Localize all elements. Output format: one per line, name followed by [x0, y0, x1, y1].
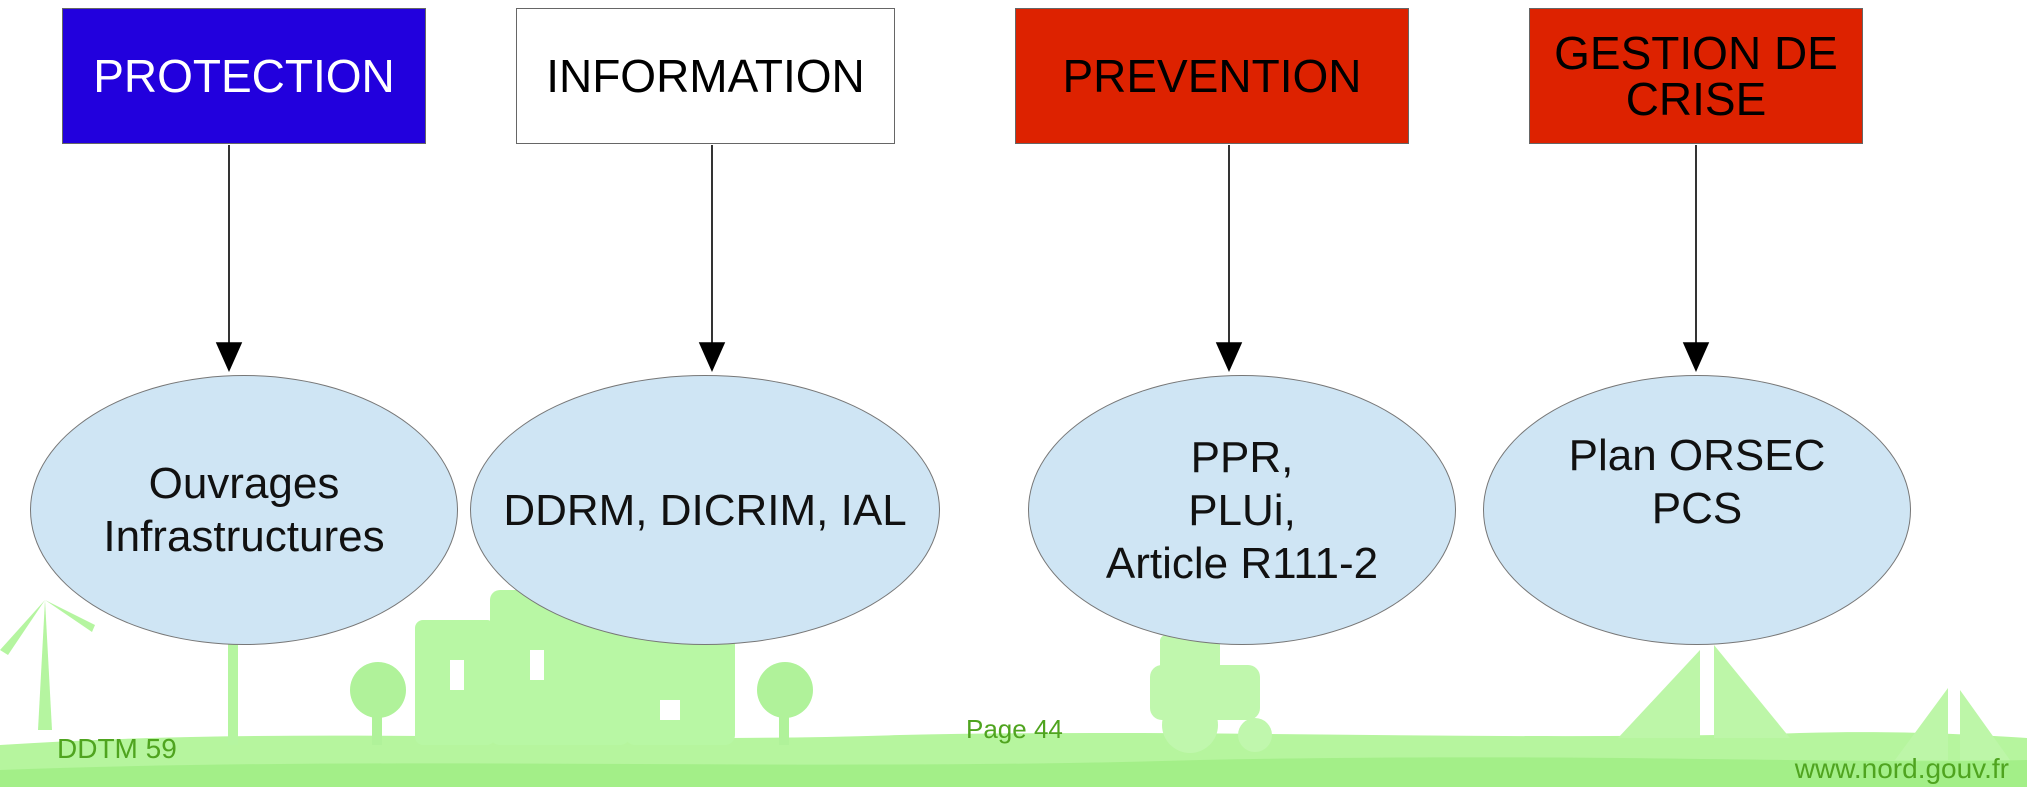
oval-ouvrages-label: Ouvrages Infrastructures — [103, 459, 385, 561]
footer-page-number: Page 44 — [966, 714, 1063, 744]
oval-ppr-label: PPR, PLUi, Article R111-2 — [1105, 432, 1379, 588]
information-box: INFORMATION — [516, 8, 895, 144]
oval-ppr: PPR, PLUi, Article R111-2 — [1028, 375, 1456, 645]
prevention-box: PREVENTION — [1015, 8, 1409, 144]
footer-url[interactable]: www.nord.gouv.fr — [1794, 753, 2009, 784]
information-label: INFORMATION — [546, 50, 865, 102]
gestion-de-crise-box: GESTION DE CRISE — [1529, 8, 1863, 144]
oval-orsec-label: Plan ORSEC PCS — [1568, 431, 1826, 533]
oval-orsec: Plan ORSEC PCS — [1483, 375, 1911, 645]
sailboats — [1618, 645, 2010, 760]
oval-ddrm: DDRM, DICRIM, IAL — [470, 375, 940, 645]
tractor — [1150, 635, 1272, 753]
gestion-de-crise-label: GESTION DE CRISE — [1554, 27, 1838, 125]
protection-box: PROTECTION — [62, 8, 426, 144]
footer-left: DDTM 59 — [57, 733, 177, 764]
oval-ddrm-label: DDRM, DICRIM, IAL — [503, 485, 907, 535]
trees — [350, 662, 813, 745]
oval-ouvrages: Ouvrages Infrastructures — [30, 375, 458, 645]
wind-turbine — [0, 560, 238, 745]
ground-wave-lower — [0, 757, 2027, 787]
protection-label: PROTECTION — [93, 50, 395, 102]
connector-arrows — [215, 145, 1710, 372]
prevention-label: PREVENTION — [1062, 50, 1362, 102]
